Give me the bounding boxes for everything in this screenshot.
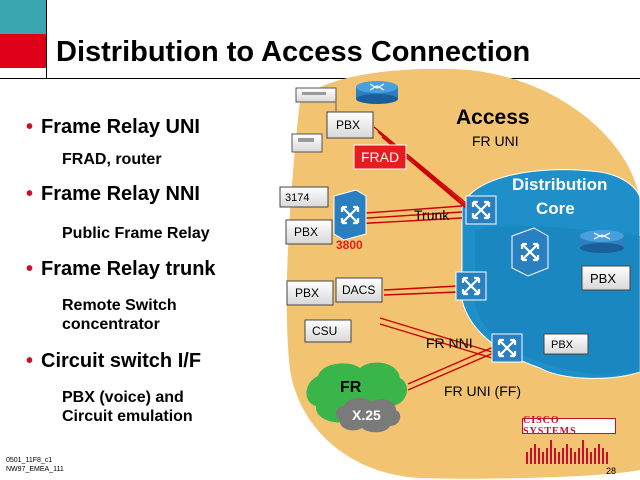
cisco-logo: Cisco Systems	[522, 415, 616, 466]
bullet-label: Frame Relay UNI	[41, 116, 200, 138]
csu-box: CSU	[304, 319, 352, 343]
pbx-box-bottom-right: PBX	[543, 333, 589, 355]
fr-nni-label: FR NNI	[426, 335, 473, 351]
phone-device-icon	[291, 133, 323, 153]
sub-bullet: Remote Switch concentrator	[62, 296, 177, 334]
sub-bullet: PBX (voice) and Circuit emulation	[62, 388, 193, 426]
footer-codes: 0501_11F8_c1 NW97_EMEA_111	[6, 456, 64, 474]
pbx-label: PBX	[336, 118, 360, 132]
x25-label: X.25	[352, 407, 381, 423]
slide-title: Distribution to Access Connection	[56, 36, 531, 68]
core-label: Core	[536, 199, 575, 218]
access-label: Access	[456, 106, 530, 129]
label-3174: 3174	[285, 192, 309, 204]
pbx-label: PBX	[295, 286, 319, 300]
frad-label: FRAD	[361, 149, 399, 165]
fr-label: FR	[340, 379, 362, 396]
sub-bullet: FRAD, router	[62, 151, 162, 168]
distribution-label: Distribution	[512, 175, 607, 194]
fr-uni-ff-label: FR UNI (FF)	[444, 383, 521, 399]
core-switch	[511, 227, 549, 277]
corner-square-teal	[0, 0, 46, 34]
switch-3800: 3800	[333, 189, 367, 252]
sub-bullet-line: Remote Switch	[62, 297, 177, 314]
bullet-label: Circuit switch I/F	[41, 350, 202, 372]
bullet-label: Frame Relay NNI	[41, 183, 200, 205]
sub-bullet-line: Circuit emulation	[62, 408, 193, 425]
fr-nni-switch	[491, 333, 523, 363]
frad-box: FRAD	[353, 144, 407, 170]
cisco-logo-text: Cisco Systems	[523, 415, 577, 437]
x25-cloud: X.25	[335, 397, 401, 433]
title-rule-vertical	[46, 0, 47, 78]
core-router	[580, 230, 624, 253]
sub-bullet-line: PBX (voice) and	[62, 389, 184, 406]
box-3174: 3174	[279, 186, 329, 208]
csu-label: CSU	[312, 324, 337, 338]
bullet-frame-relay-trunk: •Frame Relay trunk	[26, 258, 216, 280]
dacs-switch	[455, 271, 487, 301]
cisco-bridge-icon	[526, 440, 608, 464]
pbx-box-top: PBX	[326, 111, 374, 139]
dacs-box: DACS	[335, 277, 383, 303]
trunk-label: Trunk	[414, 207, 450, 223]
pbx-label: PBX	[590, 271, 616, 286]
terminal-device-icon	[295, 87, 337, 103]
bullet-frame-relay-uni: •Frame Relay UNI	[26, 116, 200, 138]
footer-line: 0501_11F8_c1	[6, 457, 53, 464]
title-rule-horizontal	[0, 78, 640, 79]
router-top	[356, 81, 398, 104]
page-number: 28	[606, 466, 617, 476]
pbx-box-core: PBX	[581, 265, 631, 291]
bullet-label: Frame Relay trunk	[41, 258, 216, 280]
corner-square-red	[0, 34, 46, 68]
pbx-box-lower: PBX	[286, 280, 334, 306]
dacs-label: DACS	[342, 283, 375, 297]
sub-bullet-line: concentrator	[62, 316, 160, 333]
label-3800: 3800	[336, 238, 363, 252]
trunk-switch	[465, 195, 497, 225]
fr-uni-label: FR UNI	[472, 133, 519, 149]
sub-bullet: Public Frame Relay	[62, 225, 210, 242]
bullet-frame-relay-nni: •Frame Relay NNI	[26, 183, 200, 205]
pbx-label: PBX	[294, 225, 318, 239]
footer-line: NW97_EMEA_111	[6, 466, 64, 473]
pbx-label: PBX	[551, 339, 574, 351]
pbx-box-middle: PBX	[285, 219, 333, 245]
bullet-circuit-switch: •Circuit switch I/F	[26, 350, 202, 372]
